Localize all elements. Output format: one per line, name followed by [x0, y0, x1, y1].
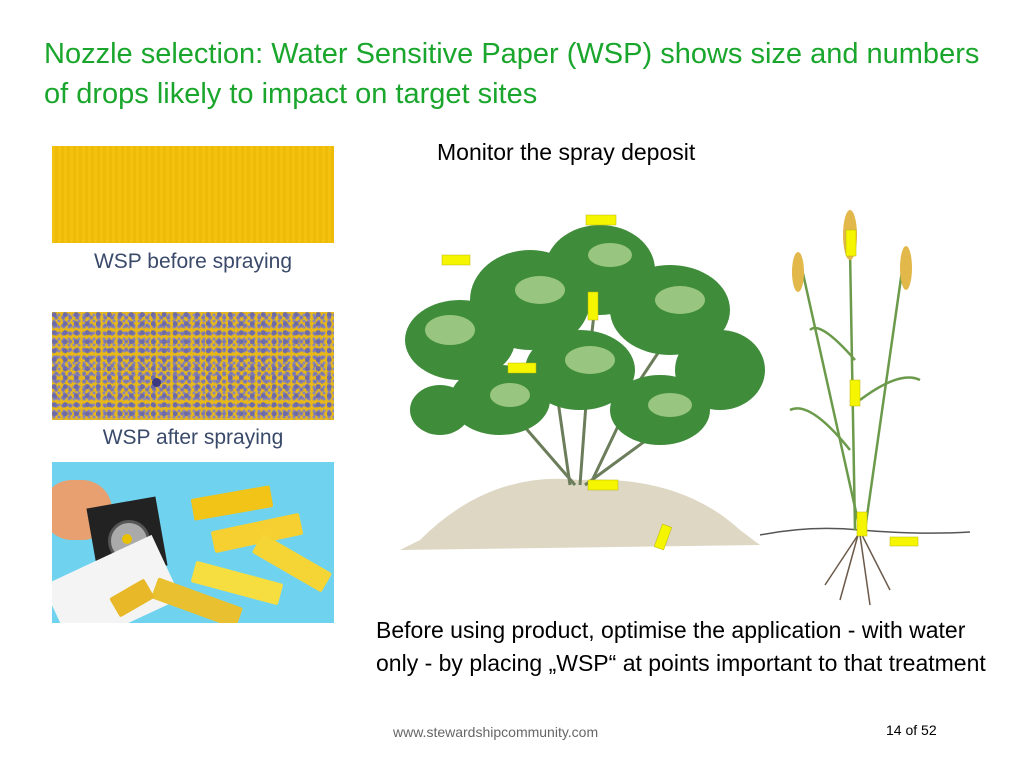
wsp-after-paper [52, 312, 334, 420]
page-indicator: 14 of 52 [886, 722, 937, 738]
plant-illustration [400, 210, 971, 606]
wsp-after-label: WSP after spraying [52, 426, 334, 450]
slide-title: Nozzle selection: Water Sensitive Paper … [44, 38, 980, 110]
slide-subtitle: Monitor the spray deposit [437, 139, 696, 165]
shrub-highlights [425, 243, 705, 417]
wsp-before-paper [52, 146, 334, 243]
soil-mound [400, 478, 760, 550]
wsp-markers [441, 214, 919, 551]
instruction-text: Before using product, optimise the appli… [376, 617, 986, 676]
wheat-roots [824, 534, 891, 606]
wsp-inspection-photo [52, 462, 334, 623]
wsp-photo-panel: WSP before spraying WSP after spraying [52, 146, 334, 623]
footer-url[interactable]: www.stewardshipcommunity.com [393, 724, 599, 740]
wsp-before-label: WSP before spraying [52, 250, 334, 274]
